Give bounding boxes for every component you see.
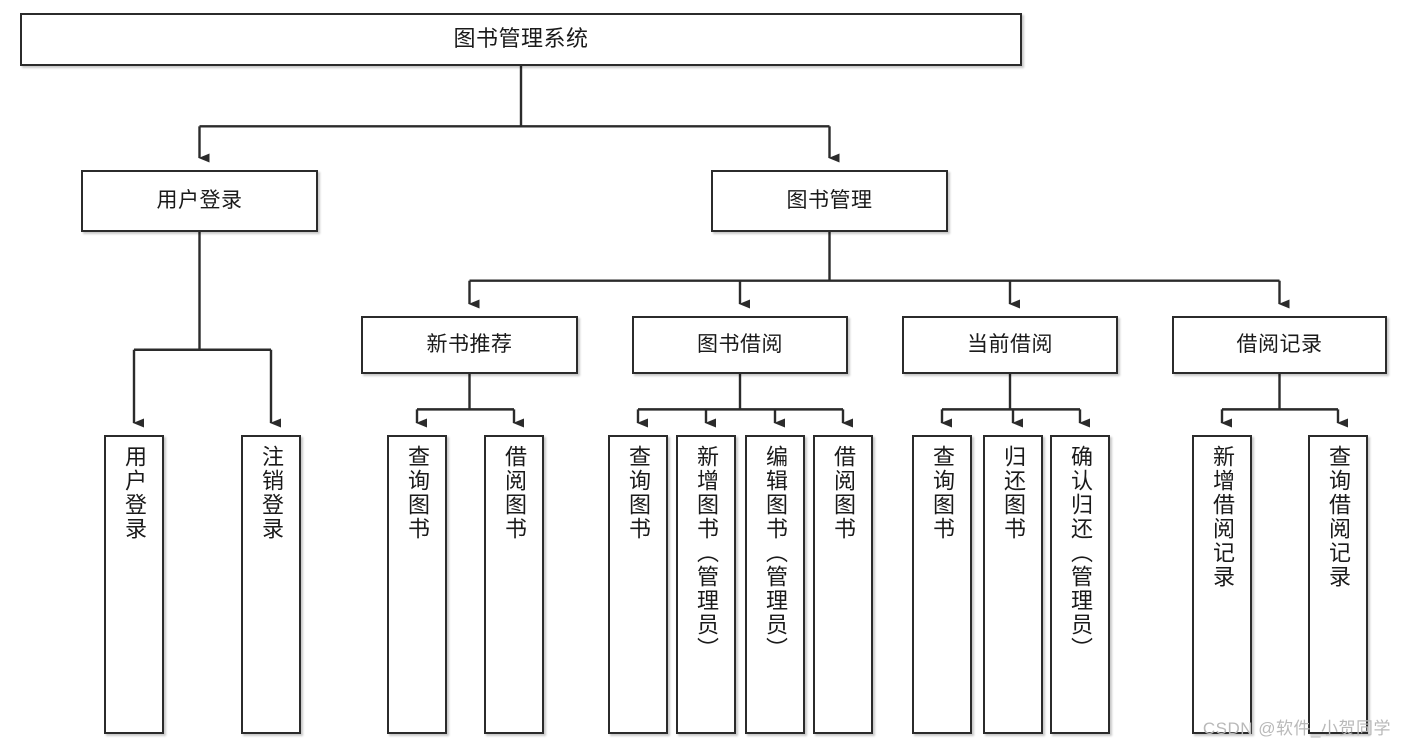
node-leaf-rec-add[interactable]: 新增借阅记录 — [1192, 435, 1252, 734]
node-label: 图书借阅 — [697, 333, 783, 357]
node-leaf-rec-query[interactable]: 查询借阅记录 — [1308, 435, 1368, 734]
node-label: 新增图书（管理员） — [694, 445, 719, 661]
node-label: 用户登录 — [122, 445, 147, 541]
node-label: 编辑图书（管理员） — [763, 445, 788, 661]
node-leaf-nb-query[interactable]: 查询图书 — [387, 435, 447, 734]
node-label: 当前借阅 — [967, 333, 1053, 357]
node-current[interactable]: 当前借阅 — [902, 316, 1118, 374]
node-login[interactable]: 用户登录 — [81, 170, 318, 232]
node-label: 注销登录 — [259, 445, 284, 541]
node-leaf-user-login[interactable]: 用户登录 — [104, 435, 164, 734]
node-label: 归还图书 — [1001, 445, 1026, 541]
node-leaf-bk-add[interactable]: 新增图书（管理员） — [676, 435, 736, 734]
node-label: 查询图书 — [626, 445, 651, 541]
node-root[interactable]: 图书管理系统 — [20, 13, 1022, 66]
node-leaf-bk-borrow[interactable]: 借阅图书 — [813, 435, 873, 734]
node-label: 借阅图书 — [831, 445, 856, 541]
node-bookmgmt[interactable]: 图书管理 — [711, 170, 948, 232]
node-leaf-cur-query[interactable]: 查询图书 — [912, 435, 972, 734]
node-newbooks[interactable]: 新书推荐 — [361, 316, 578, 374]
node-label: 查询借阅记录 — [1326, 445, 1351, 589]
node-leaf-bk-edit[interactable]: 编辑图书（管理员） — [745, 435, 805, 734]
node-label: 查询图书 — [405, 445, 430, 541]
node-label: 借阅记录 — [1236, 333, 1323, 357]
node-label: 图书管理 — [786, 189, 873, 213]
node-leaf-cur-return[interactable]: 归还图书 — [983, 435, 1043, 734]
node-leaf-nb-borrow[interactable]: 借阅图书 — [484, 435, 544, 734]
node-label: 查询图书 — [930, 445, 955, 541]
node-leaf-cur-confirm[interactable]: 确认归还（管理员） — [1050, 435, 1110, 734]
node-label: 用户登录 — [156, 189, 243, 213]
node-borrow[interactable]: 图书借阅 — [632, 316, 848, 374]
node-leaf-bk-query[interactable]: 查询图书 — [608, 435, 668, 734]
node-label: 借阅图书 — [502, 445, 527, 541]
node-label: 图书管理系统 — [453, 26, 589, 52]
node-label: 新增借阅记录 — [1210, 445, 1235, 589]
node-leaf-user-logout[interactable]: 注销登录 — [241, 435, 301, 734]
node-records[interactable]: 借阅记录 — [1172, 316, 1387, 374]
node-label: 确认归还（管理员） — [1068, 445, 1093, 661]
node-label: 新书推荐 — [426, 333, 513, 357]
